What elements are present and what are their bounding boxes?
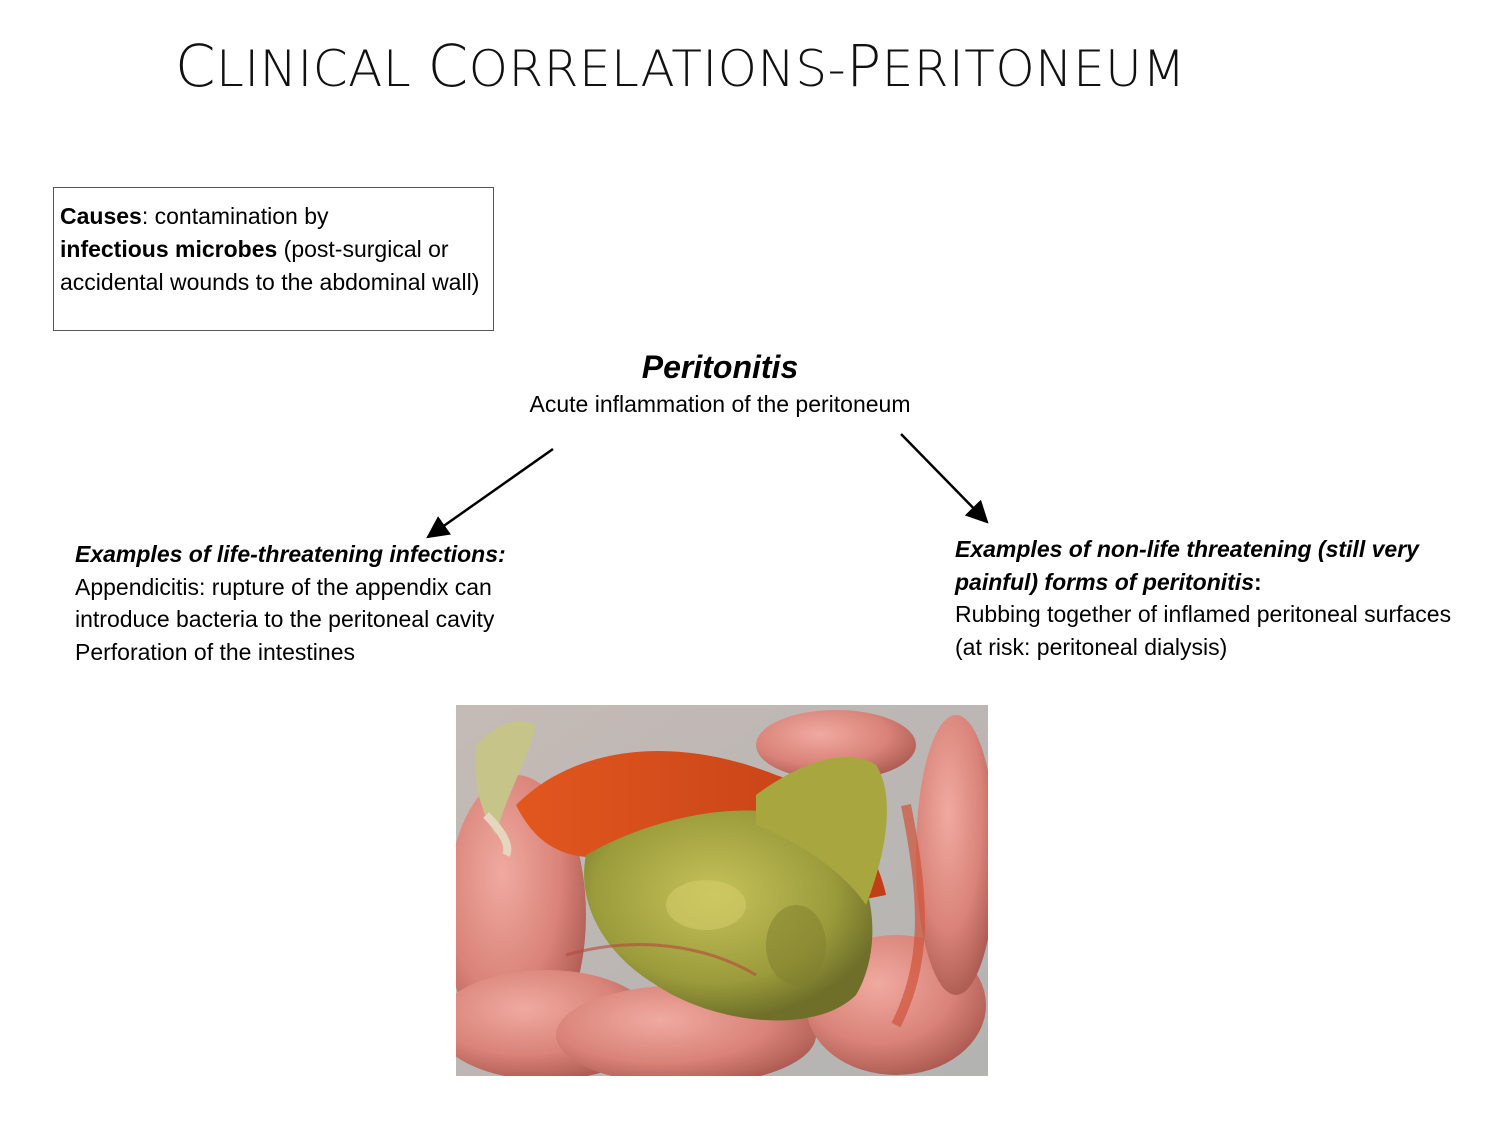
slide-title: CLINICAL CORRELATIONS-PERITONEUM (175, 32, 1186, 100)
example-line: Perforation of the intestines (75, 638, 355, 665)
peritonitis-definition: Peritonitis Acute inflammation of the pe… (420, 345, 1020, 419)
non-life-threatening-examples: Examples of non-life threatening (still … (955, 533, 1475, 663)
peritonitis-heading: Peritonitis (641, 349, 799, 385)
example-line: Appendicitis: rupture of the appendix ca… (75, 573, 492, 600)
right-arrow (900, 433, 989, 524)
peritonitis-subtitle: Acute inflammation of the peritoneum (529, 391, 911, 417)
causes-label: Causes (60, 203, 142, 229)
left-arrow (426, 447, 554, 539)
infectious-microbes-text: infectious microbes (60, 236, 278, 262)
peritonitis-surgical-photo (456, 705, 988, 1076)
life-threatening-heading: Examples of life-threatening infections: (75, 541, 506, 567)
non-life-threatening-body: Rubbing together of inflamed peritoneal … (955, 601, 1452, 660)
example-line: introduce bacteria to the peritoneal cav… (75, 606, 495, 632)
non-life-threatening-heading: Examples of non-life threatening (still … (955, 536, 1419, 595)
life-threatening-examples: Examples of life-threatening infections:… (75, 538, 635, 668)
